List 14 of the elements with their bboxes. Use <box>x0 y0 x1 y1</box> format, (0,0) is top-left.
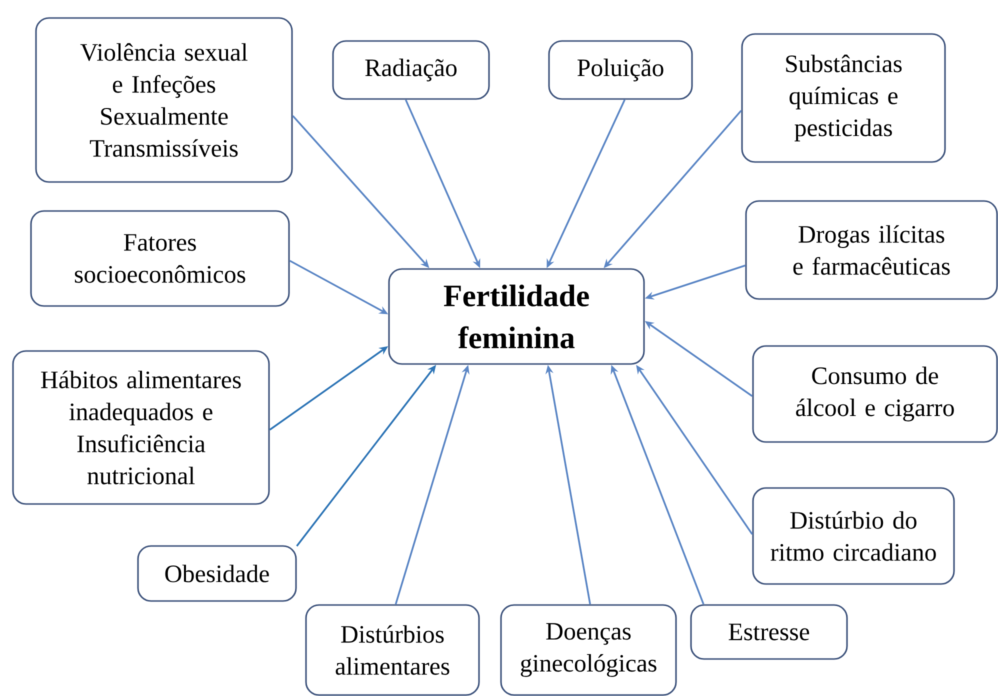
factor-box: Violência sexual e Infeções Sexualmente Transmissíveis <box>35 17 293 183</box>
factor-box: Poluição <box>548 40 693 100</box>
factor-box: Distúrbios alimentares <box>305 604 480 696</box>
factor-box: Hábitos alimentares inadequados e Insuficiência nutricional <box>12 350 270 505</box>
factor-box: Fatores socioeconômicos <box>30 210 290 307</box>
factor-box: Consumo de álcool e cigarro <box>752 345 998 443</box>
factor-box: Doenças ginecológicas <box>500 604 677 696</box>
factor-box: Estresse <box>690 604 848 660</box>
central-box: Fertilidade feminina <box>388 268 645 365</box>
factor-box: Drogas ilícitas e farmacêuticas <box>745 200 998 300</box>
factor-box: Substâncias químicas e pesticidas <box>741 33 946 163</box>
factor-box: Distúrbio do ritmo circadiano <box>752 487 955 585</box>
factor-box: Obesidade <box>137 545 297 602</box>
factor-box: Radiação <box>332 40 490 100</box>
